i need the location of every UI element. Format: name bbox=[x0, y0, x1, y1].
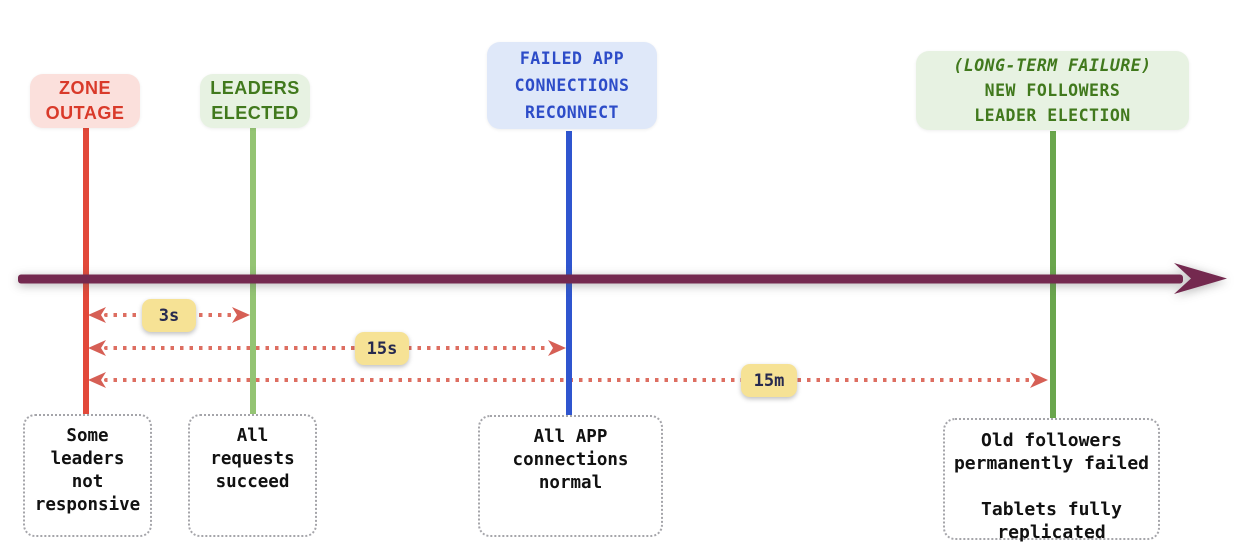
zone-outage-label: ZONE OUTAGE bbox=[45, 78, 125, 123]
zone-outage-tag: ZONE OUTAGE bbox=[30, 74, 140, 128]
leaders-elected-tag: LEADERS ELECTED bbox=[200, 74, 310, 128]
app-reconnect-line bbox=[566, 131, 572, 415]
note-text: Some leaders not responsive bbox=[34, 426, 141, 515]
arrowhead-right-icon bbox=[548, 340, 566, 356]
duration-15s-dotted-line bbox=[104, 346, 548, 350]
duration-15s-badge: 15s bbox=[355, 332, 409, 365]
failed-app-connections-tag: FAILED APP CONNECTIONS RECONNECT bbox=[487, 42, 657, 129]
arrowhead-left-icon bbox=[88, 307, 106, 323]
timeline-axis-arrow bbox=[18, 263, 1227, 294]
leaders-elected-label: LEADERS ELECTED bbox=[210, 78, 300, 123]
arrowhead-right-icon bbox=[1030, 372, 1048, 388]
note-text: Old followers permanently failed Tablets… bbox=[953, 430, 1150, 543]
timeline-arrowhead-icon bbox=[1174, 263, 1227, 294]
leaders-elected-line bbox=[250, 126, 256, 415]
note-some-leaders-not-responsive: Some leaders not responsive bbox=[23, 414, 152, 537]
long-term-failure-label: NEW FOLLOWERS LEADER ELECTION bbox=[974, 81, 1131, 125]
arrowhead-left-icon bbox=[88, 372, 106, 388]
note-text: All requests succeed bbox=[210, 426, 295, 492]
arrowhead-left-icon bbox=[88, 340, 106, 356]
note-all-app-connections-normal: All APP connections normal bbox=[478, 415, 663, 537]
arrowhead-right-icon bbox=[232, 307, 250, 323]
zone-outage-line bbox=[83, 125, 89, 415]
duration-15m-badge: 15m bbox=[741, 364, 797, 397]
long-term-failure-tag: (LONG-TERM FAILURE) NEW FOLLOWERS LEADER… bbox=[916, 51, 1189, 130]
note-text: All APP connections normal bbox=[512, 427, 629, 493]
note-all-requests-succeed: All requests succeed bbox=[188, 414, 317, 537]
timeline-bar bbox=[18, 274, 1183, 284]
duration-3s-badge: 3s bbox=[142, 299, 196, 332]
long-term-failure-subtitle: (LONG-TERM FAILURE) bbox=[953, 56, 1152, 75]
failed-app-connections-label: FAILED APP CONNECTIONS RECONNECT bbox=[514, 49, 630, 122]
note-old-followers-tablets-replicated: Old followers permanently failed Tablets… bbox=[943, 418, 1160, 543]
